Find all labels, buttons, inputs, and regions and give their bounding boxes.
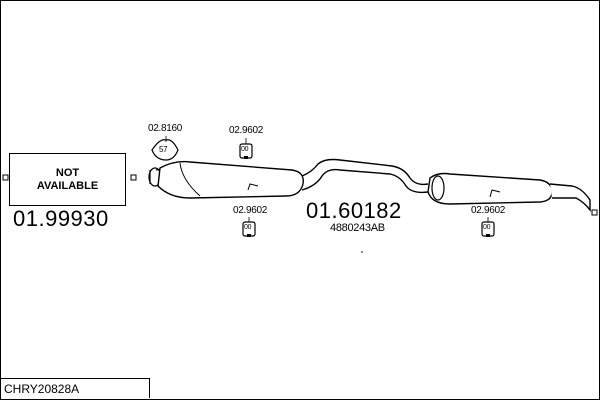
rear-silencer bbox=[427, 172, 553, 205]
part-number-left: 01.99930 bbox=[13, 206, 109, 231]
hanger-icon-label: 00 bbox=[483, 224, 491, 231]
fitting-ref: 02.9602 bbox=[233, 205, 268, 216]
oe-number: 4880243AB bbox=[330, 222, 385, 234]
hanger-icon bbox=[239, 143, 253, 159]
gasket-icon bbox=[151, 139, 179, 161]
hanger-icon bbox=[242, 221, 256, 237]
not-available-line2: AVAILABLE bbox=[36, 179, 99, 192]
not-available-box: NOT AVAILABLE bbox=[9, 153, 126, 206]
edge-marker-left bbox=[2, 174, 9, 181]
leader-lines bbox=[165, 136, 489, 222]
tailpipe bbox=[549, 183, 591, 213]
vehicle-code: CHRY20828A bbox=[0, 378, 150, 398]
part-number-main: 01.60182 bbox=[306, 198, 402, 223]
hanger-icon bbox=[481, 221, 495, 237]
not-available-line1: NOT bbox=[55, 166, 80, 179]
edge-marker-mid bbox=[130, 174, 137, 181]
edge-marker-right bbox=[591, 209, 598, 216]
hanger-icon-label: 00 bbox=[244, 224, 252, 231]
middle-silencer bbox=[157, 160, 304, 199]
fitting-ref: 02.8160 bbox=[148, 123, 183, 134]
gasket-icon-label: 57 bbox=[159, 145, 168, 154]
dot bbox=[361, 251, 363, 253]
connecting-pipe bbox=[301, 158, 429, 194]
fitting-ref: 02.9602 bbox=[229, 125, 264, 136]
fitting-ref: 02.9602 bbox=[471, 205, 506, 216]
hanger-icon-label: 00 bbox=[241, 146, 249, 153]
